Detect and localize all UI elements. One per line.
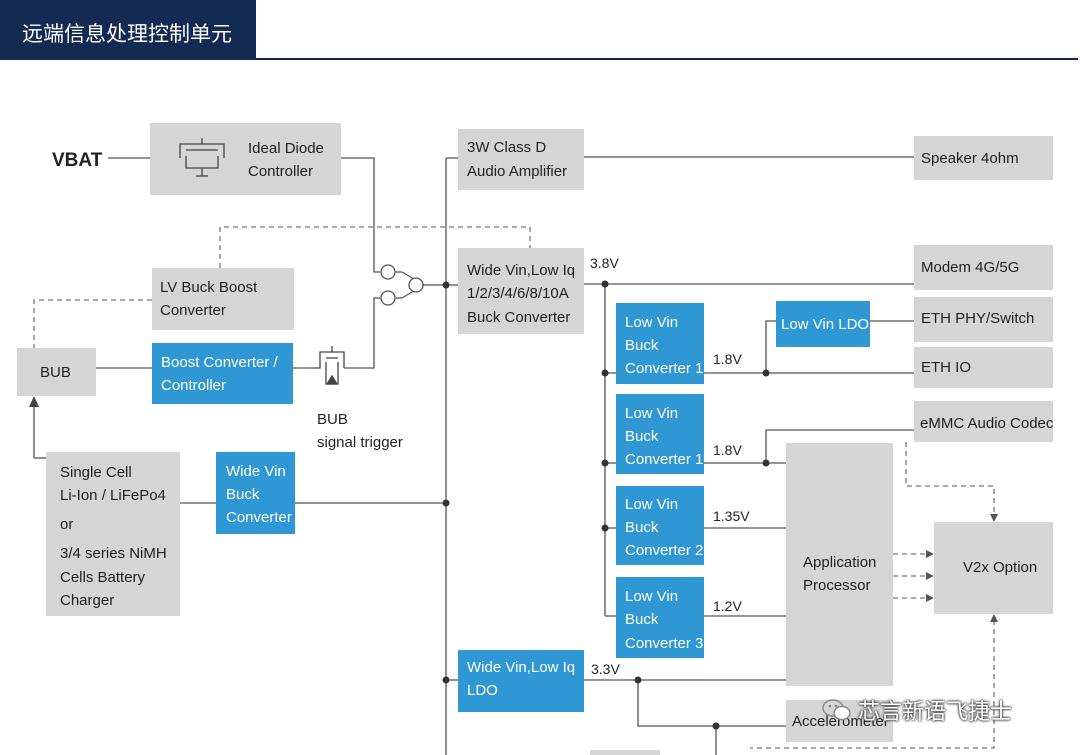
boost-converter-controller: Boost Converter / Controller bbox=[152, 343, 293, 404]
voltage-1v2-label: 1.2V bbox=[713, 598, 742, 614]
charger-label-3: or bbox=[60, 516, 73, 533]
wide-vin-buck-converter: Wide Vin Buck Converter bbox=[216, 452, 295, 534]
boost-label-1: Boost Converter / bbox=[161, 354, 279, 371]
low-vin-buck-converter-1a: Low Vin Buck Converter 1 bbox=[616, 303, 704, 384]
bub-trigger-label-2: signal trigger bbox=[317, 434, 403, 451]
voltage-1v35-label: 1.35V bbox=[713, 508, 750, 524]
connection-wires bbox=[29, 156, 914, 755]
voltage-3v8-label: 3.8V bbox=[590, 255, 619, 271]
battery-charger: Single Cell Li-Ion / LiFePo4 or 3/4 seri… bbox=[46, 452, 180, 616]
lv-buck-boost-converter: LV Buck Boost Converter bbox=[152, 268, 294, 330]
low-vin-buck-converter-3: Low Vin Buck Converter 3 bbox=[616, 577, 704, 658]
header-rule bbox=[256, 58, 1078, 60]
partial-block bbox=[590, 750, 660, 755]
modem-block: Modem 4G/5G bbox=[914, 245, 1053, 290]
watermark-text: 芯言新语飞捷士 bbox=[858, 700, 1013, 725]
wide-vin-buck-main: Wide Vin,Low Iq 1/2/3/4/6/8/10A Buck Con… bbox=[458, 248, 584, 334]
bub-trigger-label-1: BUB bbox=[317, 411, 348, 428]
lv-buck-1a-label-2: Buck bbox=[625, 337, 659, 354]
v2x-label: V2x Option bbox=[963, 559, 1037, 576]
wide-vin-ldo-label-2: LDO bbox=[467, 682, 498, 699]
voltage-3v3-label: 3.3V bbox=[591, 661, 620, 677]
wide-vin-buck-label-3: Converter bbox=[226, 509, 292, 526]
v2x-option: V2x Option bbox=[934, 522, 1053, 614]
lv-buck-3-label-1: Low Vin bbox=[625, 588, 678, 605]
charger-label-6: Charger bbox=[60, 592, 114, 609]
wide-vin-ldo-label-1: Wide Vin,Low Iq bbox=[467, 659, 575, 676]
lv-buck-1a-label-3: Converter 1 bbox=[625, 360, 703, 377]
charger-label-2: Li-Ion / LiFePo4 bbox=[60, 487, 166, 504]
eth-phy-switch: ETH PHY/Switch bbox=[914, 297, 1053, 342]
header-bar: 远端信息处理控制单元 bbox=[0, 0, 256, 60]
emmc-audio-codec: eMMC Audio Codec bbox=[914, 401, 1054, 442]
page-title: 远端信息处理控制单元 bbox=[22, 22, 232, 46]
low-vin-buck-converter-2: Low Vin Buck Converter 2 bbox=[616, 486, 704, 565]
accelerometer-label: Accelerometer bbox=[792, 713, 889, 730]
boost-label-2: Controller bbox=[161, 377, 226, 394]
ideal-diode-label-2: Controller bbox=[248, 163, 313, 180]
app-proc-label-1: Application bbox=[803, 554, 876, 571]
junction-dots bbox=[442, 280, 770, 730]
bub-label: BUB bbox=[40, 364, 71, 381]
lv-buck-boost-label-1: LV Buck Boost bbox=[160, 279, 258, 296]
lv-buck-1b-label-3: Converter 1 bbox=[625, 451, 703, 468]
lv-buck-3-label-2: Buck bbox=[625, 611, 659, 628]
voltage-1v8b-label: 1.8V bbox=[713, 442, 742, 458]
speaker-label: Speaker 4ohm bbox=[921, 150, 1019, 167]
lv-buck-2-label-3: Converter 2 bbox=[625, 542, 703, 559]
dashed-connections bbox=[33, 226, 998, 749]
low-vin-ldo-label: Low Vin LDO bbox=[781, 316, 869, 333]
eth-io-label: ETH IO bbox=[921, 359, 971, 376]
class-d-amplifier: 3W Class D Audio Amplifier bbox=[458, 129, 584, 190]
charger-label-4: 3/4 series NiMH bbox=[60, 545, 167, 562]
wechat-icon bbox=[822, 699, 851, 721]
speaker-block: Speaker 4ohm bbox=[914, 136, 1053, 180]
emmc-label: eMMC Audio Codec bbox=[920, 415, 1054, 432]
voltage-1v8a-label: 1.8V bbox=[713, 351, 742, 367]
lv-buck-1b-label-1: Low Vin bbox=[625, 405, 678, 422]
low-vin-ldo: Low Vin LDO bbox=[776, 301, 870, 347]
wide-vin-buck-main-label-1: Wide Vin,Low Iq bbox=[467, 262, 575, 279]
mosfet-icon bbox=[179, 138, 225, 177]
lv-buck-1a-label-1: Low Vin bbox=[625, 314, 678, 331]
lv-buck-3-label-3: Converter 3 bbox=[625, 635, 703, 652]
wide-vin-buck-label-1: Wide Vin bbox=[226, 463, 286, 480]
bub-block: BUB bbox=[17, 348, 96, 396]
ideal-diode-controller: Ideal Diode Controller bbox=[150, 123, 341, 195]
wide-vin-ldo: Wide Vin,Low Iq LDO bbox=[458, 650, 584, 712]
eth-phy-label: ETH PHY/Switch bbox=[921, 310, 1034, 327]
class-d-label-2: Audio Amplifier bbox=[467, 163, 567, 180]
low-vin-buck-converter-1b: Low Vin Buck Converter 1 bbox=[616, 394, 704, 474]
power-switch bbox=[380, 264, 424, 306]
lv-buck-2-label-2: Buck bbox=[625, 519, 659, 536]
wide-vin-buck-main-label-2: 1/2/3/4/6/8/10A bbox=[467, 285, 569, 302]
wide-vin-buck-main-label-3: Buck Converter bbox=[467, 309, 570, 326]
application-processor: Application Processor bbox=[786, 443, 893, 686]
charger-label-5: Cells Battery bbox=[60, 569, 146, 586]
class-d-label-1: 3W Class D bbox=[467, 139, 546, 156]
lv-buck-boost-label-2: Converter bbox=[160, 302, 226, 319]
lv-buck-1b-label-2: Buck bbox=[625, 428, 659, 445]
vbat-label: VBAT bbox=[52, 150, 103, 171]
eth-io-block: ETH IO bbox=[914, 347, 1053, 388]
modem-label: Modem 4G/5G bbox=[921, 259, 1019, 276]
app-proc-label-2: Processor bbox=[803, 577, 871, 594]
bub-mosfet-icon bbox=[314, 346, 345, 385]
wide-vin-buck-label-2: Buck bbox=[226, 486, 260, 503]
lv-buck-2-label-1: Low Vin bbox=[625, 496, 678, 513]
ideal-diode-label-1: Ideal Diode bbox=[248, 140, 324, 157]
charger-label-1: Single Cell bbox=[60, 464, 132, 481]
